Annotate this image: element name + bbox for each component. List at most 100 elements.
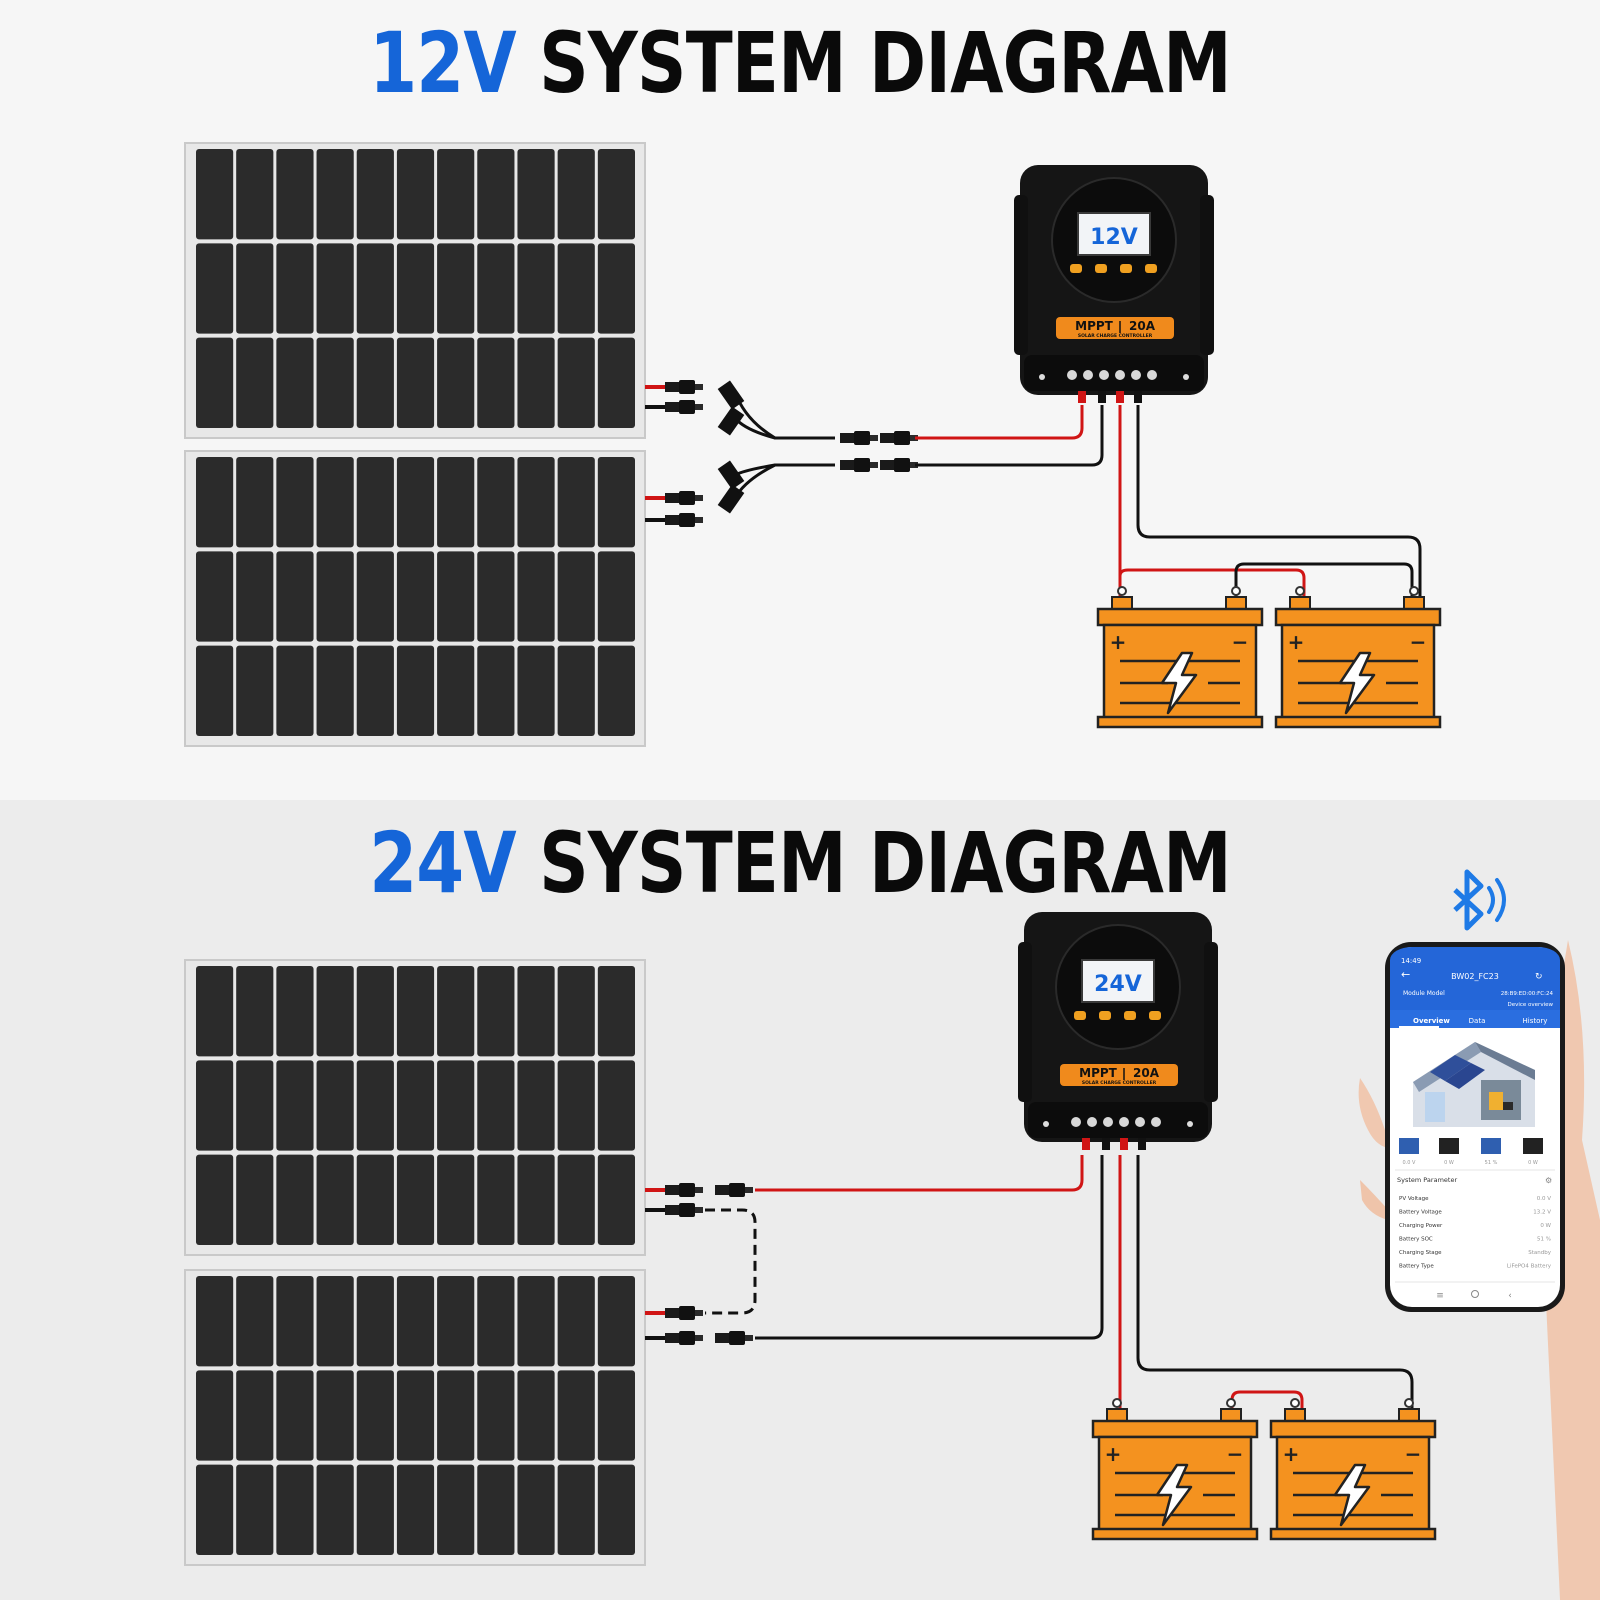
panel-cell — [396, 966, 435, 1057]
battery-ring-terminal — [1409, 586, 1419, 596]
settings-gear-icon[interactable]: ⚙ — [1545, 1176, 1552, 1185]
panel-cell — [276, 1276, 314, 1367]
tile-value: 0 W — [1528, 1160, 1538, 1166]
mc4-body — [695, 1207, 703, 1213]
mc4-body — [695, 384, 703, 390]
mc4-body — [679, 1183, 695, 1197]
terminal-lug — [1098, 391, 1106, 403]
lightning-icon — [1155, 1463, 1193, 1527]
mc4-body — [894, 431, 910, 445]
panel-cell — [517, 1154, 555, 1245]
panel-cell — [396, 457, 435, 548]
param-value: 51 % — [1537, 1237, 1551, 1243]
panel-cell — [276, 1154, 314, 1245]
panel-cell — [517, 243, 555, 334]
mc4-body — [840, 433, 854, 443]
mc4-body — [665, 1205, 679, 1215]
panel-cell — [517, 966, 555, 1057]
panel-cell — [396, 1060, 435, 1151]
rs485-port — [1187, 1121, 1193, 1127]
panel-cell — [196, 645, 234, 736]
terminal-lug — [1138, 1138, 1146, 1150]
battery-base — [1096, 715, 1264, 729]
controller-button — [1099, 1011, 1111, 1020]
panel-cell — [316, 1276, 354, 1367]
mc4-body — [679, 1331, 695, 1345]
house-illustration — [1413, 1042, 1535, 1127]
back-nav-icon[interactable]: ‹ — [1508, 1291, 1512, 1301]
controller-model: MPPT — [1079, 1066, 1118, 1080]
param-value: 0 W — [1540, 1223, 1551, 1229]
panel-cell — [396, 645, 435, 736]
panel-cell — [196, 1370, 234, 1461]
panel-cell — [437, 1464, 475, 1555]
panel-cell — [316, 1154, 354, 1245]
panel-cell — [356, 457, 394, 548]
menu-nav-icon[interactable]: ≡ — [1436, 1291, 1444, 1301]
panel-cell — [236, 1276, 274, 1367]
tab-history[interactable]: History — [1523, 1017, 1548, 1025]
param-value: LiFePO4 Battery — [1507, 1264, 1552, 1270]
tab-overview[interactable]: Overview — [1413, 1017, 1450, 1025]
battery-minus-label: − — [1232, 630, 1249, 654]
pv-positive-wire — [915, 405, 1084, 440]
panel-cell — [437, 1060, 475, 1151]
refresh-icon[interactable]: ↻ — [1535, 972, 1543, 982]
controller-flange — [1018, 942, 1032, 1102]
solar-panel — [184, 142, 646, 439]
panel-cell — [196, 1060, 234, 1151]
panel-cell — [557, 1464, 595, 1555]
battery-plus-label: + — [1105, 1442, 1122, 1466]
panel-cell — [517, 1276, 555, 1367]
battery-post — [1398, 1408, 1420, 1422]
home-nav-icon[interactable] — [1471, 1290, 1479, 1298]
pv-negative-wire — [755, 1155, 1104, 1340]
terminal-screw — [1147, 370, 1157, 380]
panel-cell — [477, 243, 515, 334]
param-label: Charging Power — [1399, 1223, 1443, 1229]
panel-cell — [557, 1154, 595, 1245]
panel-cell — [196, 1154, 234, 1245]
mc4-body — [715, 1185, 729, 1195]
lightning-icon — [1338, 651, 1376, 715]
terminal-screw — [1119, 1117, 1129, 1127]
back-arrow-icon[interactable]: ← — [1401, 968, 1410, 981]
tab-data[interactable]: Data — [1469, 1017, 1486, 1025]
mc4-body — [665, 1185, 679, 1195]
panel-cell — [557, 243, 595, 334]
terminal-screw — [1087, 1117, 1097, 1127]
panel-cell — [437, 1154, 475, 1245]
panel-cell — [276, 1060, 314, 1151]
battery: +− — [1091, 1398, 1259, 1541]
device-overview-link[interactable]: Device overview — [1508, 1002, 1554, 1008]
tile-value: 0 W — [1444, 1160, 1454, 1166]
panel-cell — [276, 645, 314, 736]
mc4-body — [854, 458, 870, 472]
panel-cell — [557, 149, 595, 240]
panel-cell — [557, 1276, 595, 1367]
panel-cell — [276, 966, 314, 1057]
panel-cell — [316, 243, 354, 334]
title-voltage: 12V — [369, 14, 517, 112]
panel-cell — [276, 337, 314, 428]
solar-panel — [184, 1269, 646, 1566]
battery-minus-label: − — [1227, 1442, 1244, 1466]
y-branch-connector — [717, 380, 835, 514]
battery-lid — [1096, 607, 1264, 627]
title-text: SYSTEM DIAGRAM — [539, 14, 1232, 112]
smartphone: 14:49 ← BW02_FC23 ↻ Module Model 28:B9:E… — [1385, 942, 1565, 1312]
panel-leads — [645, 1188, 665, 1340]
terminal-screw — [1115, 370, 1125, 380]
controller-flange — [1014, 195, 1028, 355]
battery-ring-terminal — [1295, 586, 1305, 596]
panel-cell — [557, 966, 595, 1057]
terminal-lug — [1116, 391, 1124, 403]
panel-cell — [477, 1276, 515, 1367]
panel-cell — [477, 1464, 515, 1555]
tile-value: 51 % — [1485, 1160, 1498, 1166]
battery-ring-terminal — [1117, 586, 1127, 596]
mc4-body — [695, 495, 703, 501]
